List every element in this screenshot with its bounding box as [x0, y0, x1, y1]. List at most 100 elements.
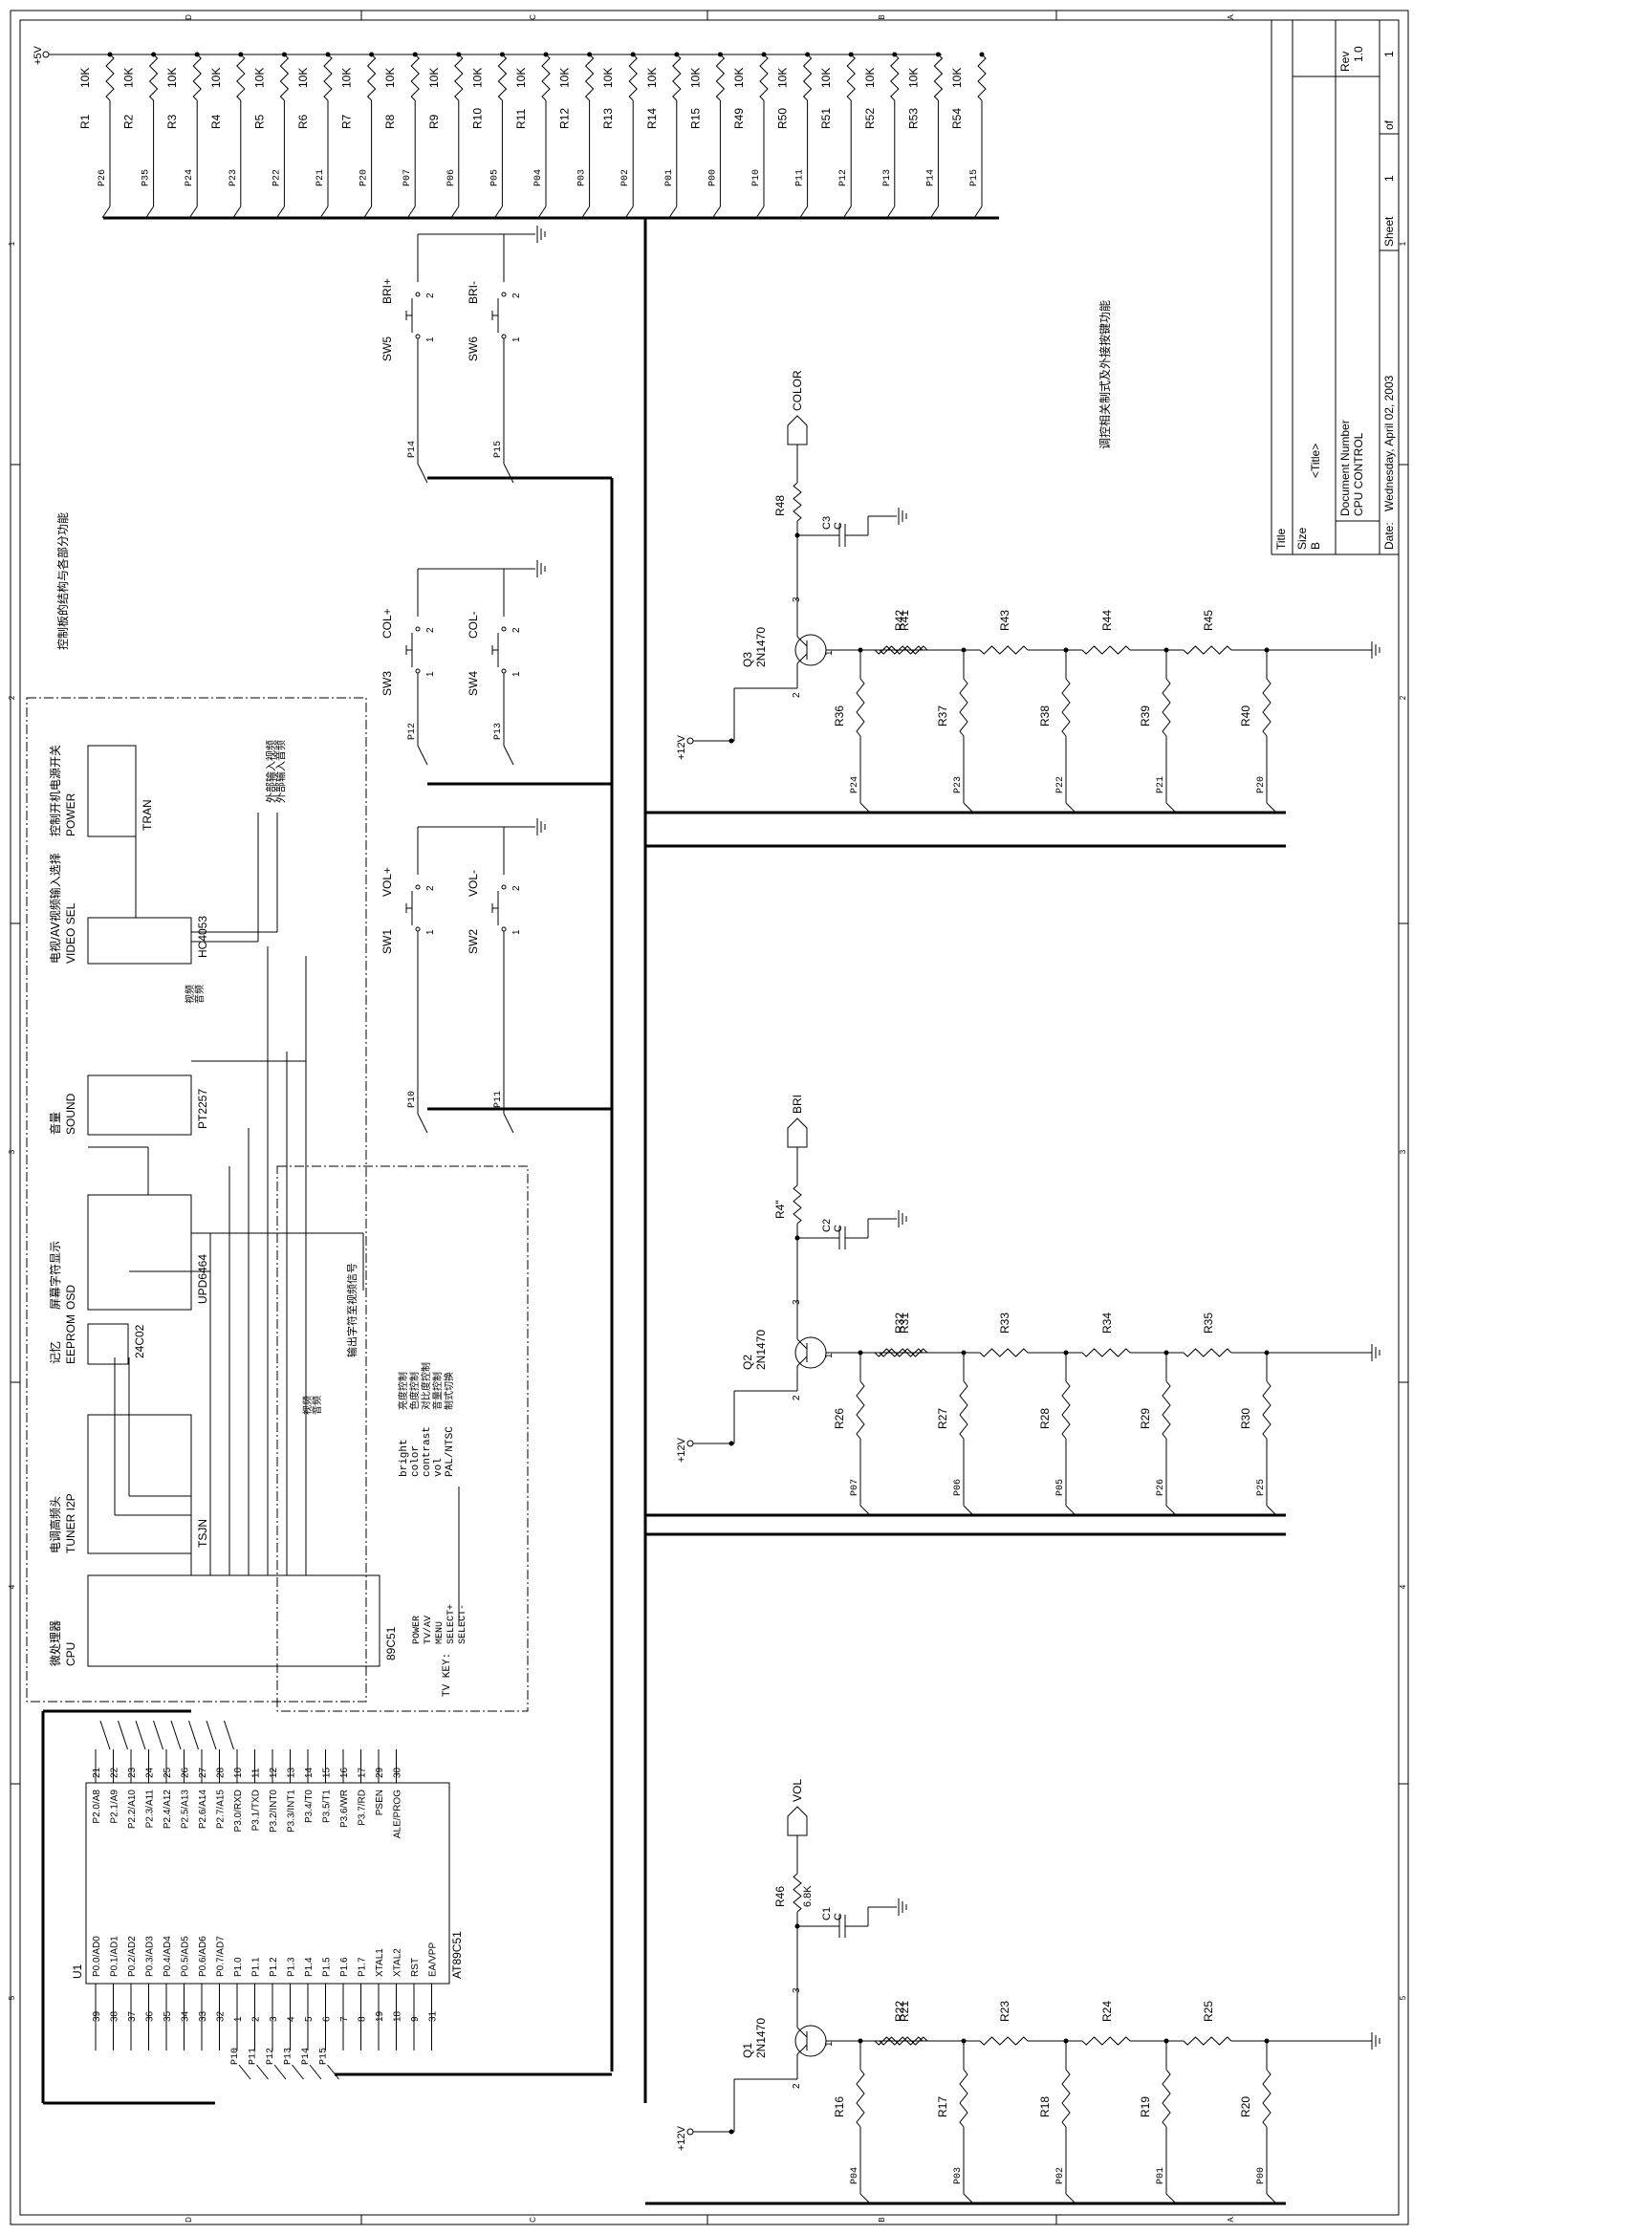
ladder-shunt-ref: R26 [833, 1408, 846, 1429]
ladder-shunt-resistor [856, 2069, 865, 2128]
mcu-pin-name: RST [410, 1958, 421, 1977]
switch-net: P14 [407, 441, 418, 458]
mcu-pin-number: 4 [287, 2016, 297, 2022]
ladder-shunt-ref: R29 [1139, 1408, 1152, 1429]
pullup-resistor [977, 54, 987, 101]
mcu-pin-number: 31 [428, 2010, 439, 2022]
pullup-net: P22 [272, 169, 282, 186]
ladder-shunt-resistor [1262, 678, 1272, 737]
wire [256, 2064, 269, 2080]
ladder-net: P03 [953, 2167, 964, 2184]
vcc12-terminal [686, 737, 694, 745]
block-diagram-frame [26, 697, 367, 1703]
mcu-pin-name: XTAL1 [375, 1948, 385, 1977]
vcc12-label: +12V [676, 2125, 687, 2151]
ground-icon [536, 560, 546, 577]
pullup-resistor [933, 54, 944, 101]
cap-ref: C1 [821, 1907, 833, 1920]
vcc12-label: +12V [676, 1437, 687, 1463]
ladder-shunt-ref: R18 [1038, 2096, 1052, 2117]
pullup-resistor [497, 54, 508, 101]
pullup-net: P01 [664, 169, 675, 186]
wire [859, 2193, 871, 2204]
ladder-shunt-ref: R20 [1239, 2096, 1252, 2117]
junction-dot [728, 2129, 734, 2135]
border-frame [10, 10, 1409, 2225]
docnum-label: Document Number [1338, 420, 1352, 516]
mcu-pin-name: P3.6/WR [339, 1790, 350, 1828]
pullup-ref: R52 [863, 108, 877, 129]
ladder-series-ref: R42 [893, 610, 906, 631]
transistor-ref: Q1 [741, 2043, 754, 2058]
wire [118, 1720, 128, 1750]
switch-pin: 2 [425, 885, 436, 891]
border-col-label: B [878, 2217, 886, 2222]
mcu-pin-name: P0.2/AD2 [127, 1936, 138, 1977]
switch-ref: SW4 [467, 671, 480, 696]
mcu-pin-name: P2.7/A15 [216, 1790, 227, 1830]
pullup-net: P15 [969, 169, 980, 186]
output-resistor [793, 1184, 802, 1225]
pullup-net: P03 [577, 169, 588, 186]
switch-contact [501, 292, 507, 297]
mcu-pin-number: 26 [181, 1767, 191, 1778]
pullup-net: P20 [359, 169, 370, 186]
ctrl-en-item: vol [433, 1458, 445, 1477]
mcu-pin-name: P1.7 [358, 1957, 368, 1977]
ladder-series-ref: R44 [1100, 610, 1114, 631]
mcu-pin-name: P2.0/A8 [92, 1790, 102, 1824]
ladder-net: P05 [1055, 1479, 1066, 1496]
title-label: Title [1274, 528, 1288, 550]
block-cn-label: 记忆 [49, 1341, 62, 1364]
ladder-series-resistor [1081, 2036, 1131, 2046]
mcu-pin-name: P1.3 [287, 1957, 297, 1977]
mcu-pin-number: 21 [92, 1767, 102, 1778]
pullup-ref: R2 [122, 114, 136, 129]
tv-key-item: MENU [435, 1621, 446, 1644]
block-en-label: CPU [64, 1642, 77, 1666]
switch-pin: 1 [425, 929, 436, 935]
wire [796, 636, 808, 647]
pullup-net: P13 [882, 169, 893, 186]
pullup-value: 10K [906, 68, 920, 88]
block-cn-label: 音量 [48, 1112, 62, 1135]
pullup-resistor [541, 54, 551, 101]
mcu-pin-number: 7 [339, 2016, 350, 2022]
wire [145, 206, 155, 219]
wire [99, 1720, 111, 1750]
switch-name: VOL+ [380, 867, 394, 897]
block-chip-label: UPD6464 [196, 1254, 209, 1304]
pullup-net: P12 [838, 169, 849, 186]
ladder-net: P04 [850, 2167, 860, 2184]
wire [796, 1338, 808, 1350]
mcu-pin-name: P1.5 [322, 1957, 333, 1977]
wire [668, 206, 678, 219]
switch-contact [501, 334, 507, 339]
mcu-pin-number: 34 [181, 2010, 191, 2022]
pullup-net: P21 [315, 169, 326, 186]
pullup-value: 10K [776, 68, 790, 88]
mcu-pin-number: 24 [145, 1767, 156, 1778]
block-cpu [87, 1574, 380, 1667]
note-left: 控制板的结构与各部分功能 [55, 512, 70, 650]
ladder-series-resistor [979, 645, 1029, 655]
wire [363, 206, 373, 219]
ladder-net: P24 [850, 776, 860, 793]
ctrl-en-item: PAL/NTSC [445, 1426, 456, 1477]
mcu-pin-number: 35 [163, 2010, 173, 2022]
block-power [87, 745, 137, 837]
mcu-pin-name: P3.5/T1 [322, 1790, 333, 1823]
pullup-resistor [890, 54, 900, 101]
cap-value: C [833, 1225, 844, 1232]
mcu-pin-number: 18 [393, 2010, 403, 2022]
wire [503, 1113, 514, 1134]
mcu-body [85, 1782, 450, 1985]
output-port-icon [787, 1118, 808, 1148]
tv-key-frame [276, 1165, 529, 1712]
wire [450, 206, 460, 219]
mcu-pin-name: P1.4 [304, 1957, 315, 1977]
wire [1165, 1505, 1177, 1516]
ladder-series-resistor [1081, 1348, 1131, 1357]
pullup-resistor [236, 54, 246, 101]
pullup-ref: R1 [78, 114, 92, 129]
